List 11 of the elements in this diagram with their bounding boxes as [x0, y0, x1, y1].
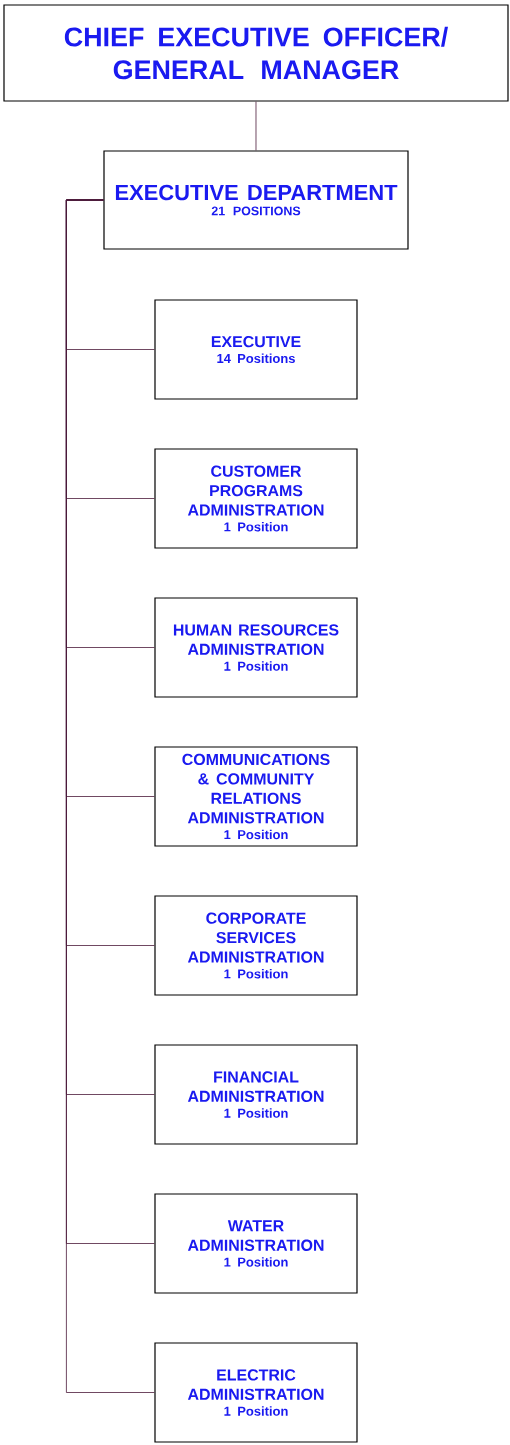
org-box: FINANCIAL ADMINISTRATION 1 Position [154, 1044, 358, 1145]
connector-line [255, 101, 257, 151]
org-box: COMMUNICATIONS & COMMUNITY RELATIONS ADMINISTRATION 1 Position [154, 746, 358, 847]
org-box: CORPORATE SERVICES ADMINISTRATION 1 Position [154, 895, 358, 996]
org-box: EXECUTIVE DEPARTMENT 21 POSITIONS [103, 150, 409, 250]
org-box: CHIEF EXECUTIVE OFFICER/ GENERAL MANAGER [3, 4, 509, 102]
org-box: ELECTRIC ADMINISTRATION 1 Position [154, 1342, 358, 1443]
org-box: WATER ADMINISTRATION 1 Position [154, 1193, 358, 1294]
org-box: CUSTOMER PROGRAMS ADMINISTRATION 1 Position [154, 448, 358, 549]
org-box: EXECUTIVE 14 Positions [154, 299, 358, 400]
org-box: HUMAN RESOURCES ADMINISTRATION 1 Position [154, 597, 358, 698]
